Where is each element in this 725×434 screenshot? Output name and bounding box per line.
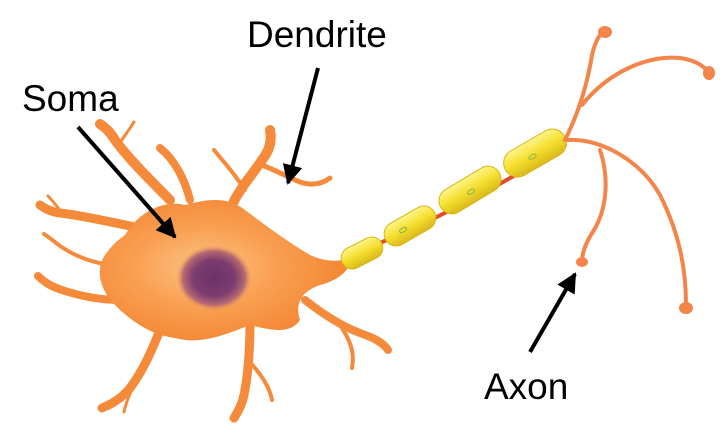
dendrite-upper-left	[95, 119, 175, 205]
myelin-segment	[503, 128, 567, 178]
soma-label: Soma	[22, 78, 119, 119]
axon-branch-top	[563, 28, 606, 142]
axon-branch-lower-right	[566, 137, 688, 307]
dendrite-right-lower	[301, 296, 392, 354]
dendrite-left-upper-tip	[46, 194, 64, 215]
dendrite-left-upper	[35, 200, 145, 233]
terminal-bulb	[679, 302, 693, 314]
myelin-sheath	[340, 128, 567, 270]
dendrite-bottom-left	[97, 325, 165, 413]
axon-arrow	[528, 272, 577, 353]
myelin-segment	[383, 205, 437, 247]
dendrites	[34, 119, 392, 423]
dendrite-upper-left-tip	[116, 120, 136, 147]
axon-label: Axon	[484, 366, 569, 407]
myelin-segment	[340, 236, 384, 270]
dendrite-top-tip	[212, 148, 247, 192]
label-arrows	[76, 67, 577, 353]
dendrite-label: Dendrite	[247, 14, 387, 55]
axon-branch-lower	[580, 148, 608, 264]
soma-arrow	[76, 125, 177, 239]
dendrite-top	[227, 125, 276, 210]
dendrite-bottom	[229, 315, 255, 423]
dendrite-upper-mid	[156, 144, 194, 204]
axon-terminal-bulbs	[576, 26, 715, 314]
dendrite-bottom-branch	[246, 358, 274, 402]
dendrite-right-lower-branch	[338, 323, 355, 370]
axon-branch-upper-right	[580, 55, 710, 107]
dendrite-arrow	[282, 67, 320, 185]
dendrite-left-lower	[34, 272, 124, 304]
terminal-bulb	[703, 66, 715, 80]
nucleus	[176, 245, 252, 311]
axon-terminals	[563, 28, 710, 307]
dendrite-far-left	[42, 232, 112, 267]
terminal-bulb	[598, 26, 612, 38]
terminal-bulb	[576, 257, 588, 267]
dendrite-top-branch	[259, 162, 333, 187]
dendrite-bottom-left-branch	[122, 376, 140, 414]
